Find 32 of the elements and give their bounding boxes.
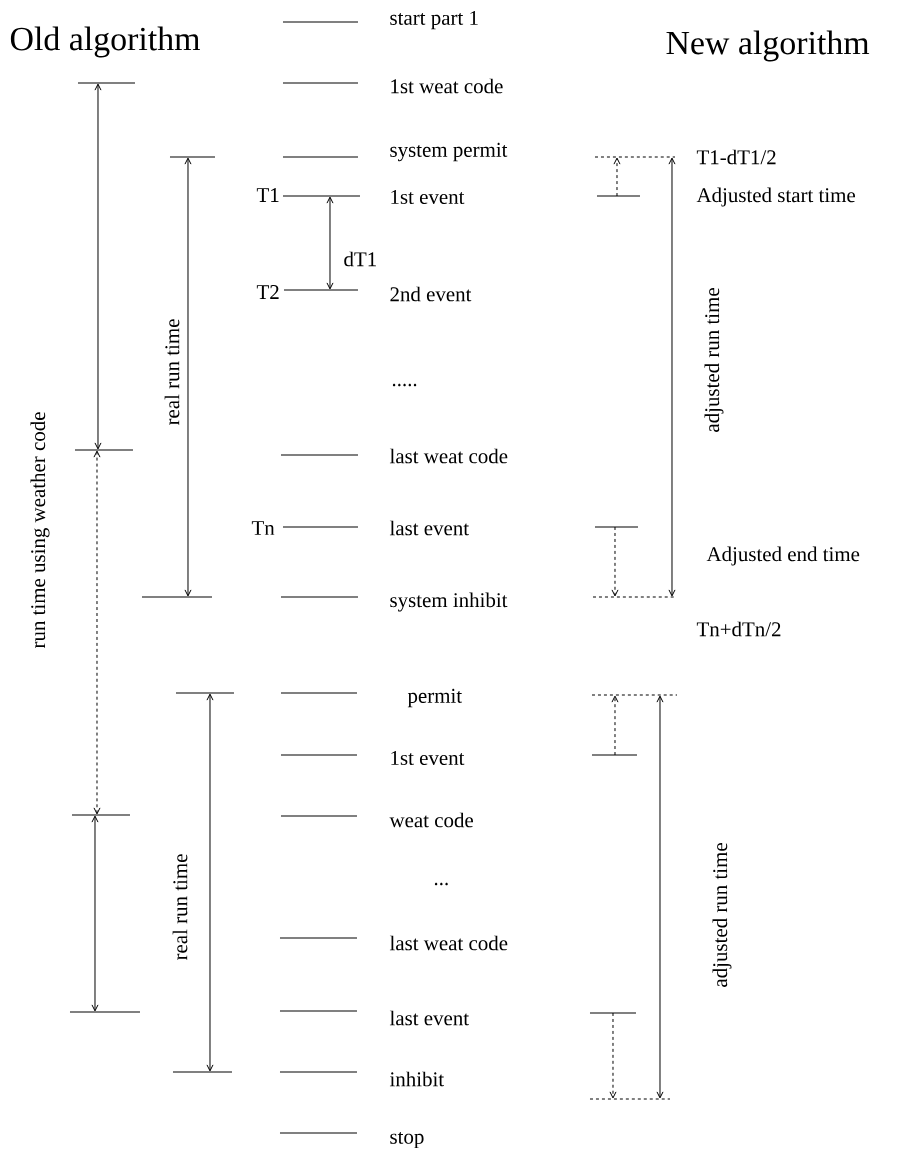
event-label: last weat code [389, 935, 508, 951]
ellipsis: ... [434, 882, 448, 886]
heading: New algorithm [666, 30, 870, 62]
event-label: 1st event [391, 190, 465, 204]
duration-label: adjusted run time [712, 843, 732, 987]
ellipsis: ..... [392, 383, 417, 387]
time-label: Tn+dTn/2 [696, 621, 781, 637]
event-label: inhibit [389, 1071, 444, 1087]
duration-label: real run time [172, 854, 188, 961]
time-label: T1 [256, 188, 279, 202]
event-label: 1st event [391, 751, 465, 765]
duration-label: run time using weather code [30, 412, 50, 649]
event-label: last event [389, 520, 469, 536]
time-label: Adjusted end time [706, 546, 860, 566]
time-label: T2 [256, 285, 279, 299]
time-label: T1-dT1/2 [696, 149, 776, 165]
time-label: dT1 [344, 251, 376, 267]
time-label: Tn [251, 521, 275, 535]
event-label: start part 1 [390, 10, 478, 30]
heading: Old algorithm [10, 26, 200, 58]
event-label: system permit [390, 142, 508, 162]
event-label: system inhibit [390, 592, 508, 612]
duration-label: adjusted run time [704, 288, 724, 432]
event-label: 1st weat code [391, 78, 503, 94]
duration-label: real run time [164, 319, 180, 426]
time-label: Adjusted start time [696, 187, 855, 207]
event-label: 2nd event [390, 286, 472, 302]
event-label: weat code [389, 812, 473, 828]
event-label: last event [389, 1010, 469, 1026]
event-label: stop [390, 1131, 424, 1149]
event-label: permit [407, 688, 462, 708]
event-label: last weat code [389, 448, 508, 464]
